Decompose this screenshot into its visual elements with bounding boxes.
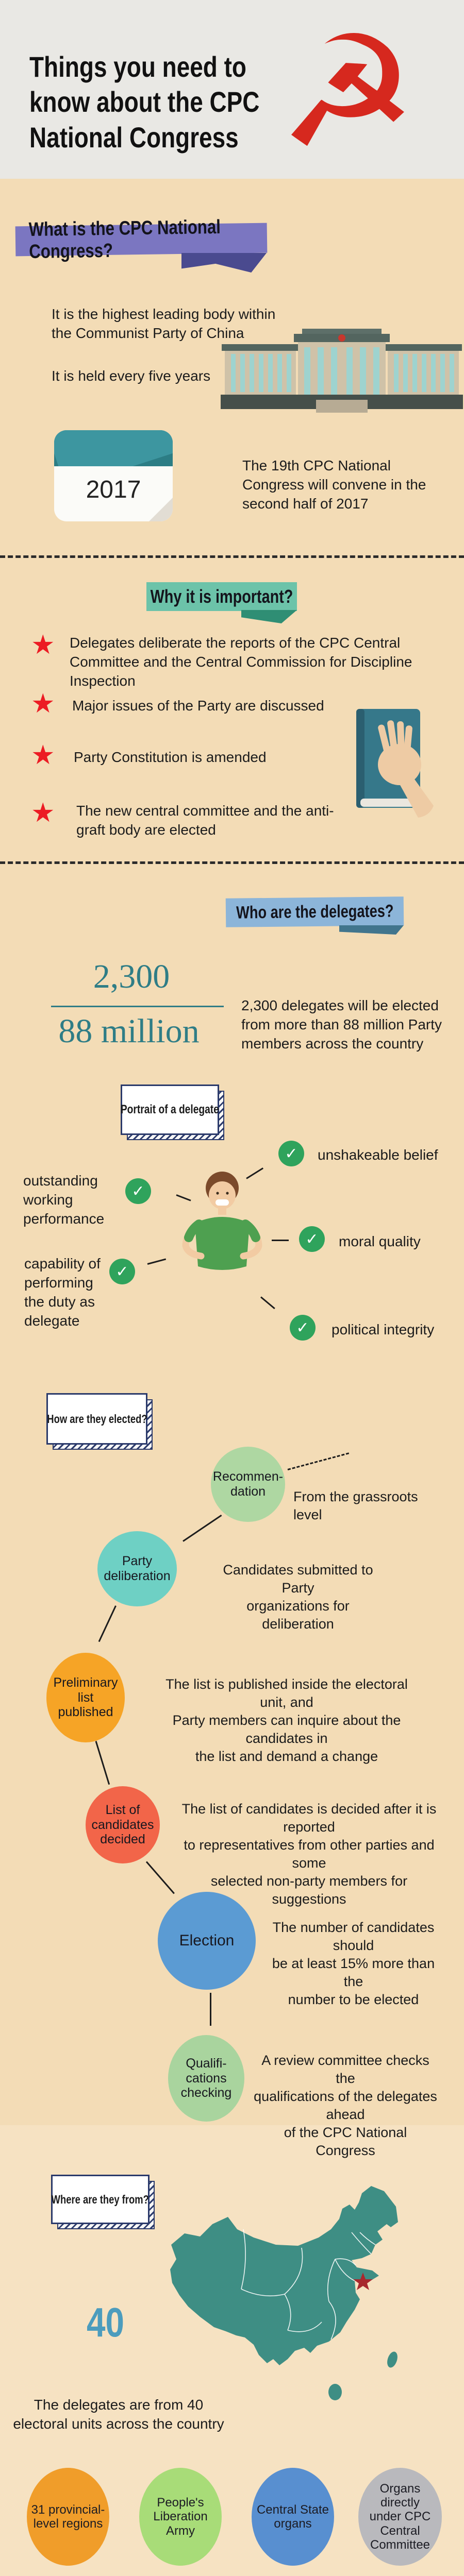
quality-belief: unshakeable belief (318, 1147, 438, 1163)
calendar-header (54, 430, 173, 466)
how-box: How are they elected? (46, 1393, 147, 1445)
check-icon-performance: ✓ (125, 1178, 151, 1204)
star-bullet-3: ★ (31, 740, 55, 771)
note-election: The number of candidates should be at le… (272, 1920, 435, 2008)
step-preliminary: Preliminary list published (46, 1653, 125, 1742)
note-list-decided: The list of candidates is decided after … (181, 1801, 437, 1907)
dashed-separator-1 (0, 555, 464, 558)
calendar-page-curl (149, 498, 173, 521)
check-icon-capability: ✓ (109, 1259, 135, 1284)
step-list-decided: List of candidates decided (86, 1786, 160, 1863)
calendar-icon: 2017 (54, 430, 173, 521)
note-deliberation: Candidates submitted to Party organizati… (223, 1562, 373, 1632)
electoral-units-count: 40 (87, 2299, 124, 2345)
why-item-4: The new central committee and the anti- … (76, 803, 334, 838)
delegate-count: 2,300 (93, 958, 170, 995)
delegate-figure (170, 1165, 273, 1299)
who-banner-fold (339, 925, 404, 935)
unit-provincial: 31 provincial- level regions (27, 2468, 109, 2566)
quality-performance: outstanding working performance (23, 1173, 105, 1227)
step-election: Election (158, 1892, 256, 1990)
step-qualifications: Qualifi- cations checking (168, 2035, 244, 2122)
dashed-separator-2 (0, 861, 464, 864)
star-bullet-1: ★ (31, 630, 55, 660)
why-item-2: Major issues of the Party are discussed (72, 698, 324, 714)
header-background (0, 0, 464, 179)
portrait-box: Portrait of a delegate (121, 1084, 219, 1135)
what-banner: What is the CPC National Congress? (15, 216, 268, 263)
book-hand-illustration (352, 707, 435, 818)
note-qualifications: A review committee checks the qualificat… (254, 2053, 437, 2159)
what-point-2: It is held every five years (52, 368, 211, 384)
units-intro: The delegates are from 40 electoral unit… (13, 2397, 224, 2432)
hammer-and-sickle-icon: ☭ (278, 3, 417, 182)
quality-moral: moral quality (339, 1233, 421, 1249)
star-bullet-2: ★ (31, 688, 55, 719)
step-deliberation: Party deliberation (97, 1531, 177, 1606)
star-bullet-4: ★ (31, 798, 55, 828)
note-recommendation: From the grassroots level (293, 1489, 418, 1523)
check-icon-belief: ✓ (278, 1141, 304, 1166)
unit-pla: People's Liberation Army (139, 2468, 222, 2566)
quality-integrity: political integrity (332, 1321, 435, 1337)
unit-organs: Organs directly under CPC Central Commit… (358, 2468, 442, 2566)
page-title: Things you need to know about the CPC Na… (29, 50, 260, 154)
what-point-1: It is the highest leading body within th… (52, 306, 276, 341)
who-banner: Who are the delegates? (225, 896, 404, 927)
step-recommendation: Recommen- dation (211, 1447, 285, 1522)
connector-line (272, 1240, 289, 1241)
fraction-divider (51, 1006, 224, 1007)
calendar-year: 2017 (86, 476, 141, 503)
quality-capability: capability of performing the duty as del… (24, 1256, 101, 1329)
flow-line-5-6 (210, 1993, 211, 2026)
why-banner: Why it is important? (146, 582, 297, 611)
convene-text: The 19th CPC National Congress will conv… (242, 457, 426, 512)
member-count: 88 million (58, 1012, 200, 1050)
why-item-3: Party Constitution is amended (74, 749, 267, 765)
check-icon-moral: ✓ (299, 1226, 325, 1252)
where-box: Where are they from? (51, 2175, 150, 2224)
why-item-1: Delegates deliberate the reports of the … (70, 635, 412, 689)
china-map (165, 2182, 454, 2403)
beijing-star-icon (353, 2273, 373, 2290)
check-icon-integrity: ✓ (290, 1315, 316, 1341)
note-preliminary: The list is published inside the elector… (165, 1676, 408, 1765)
ratio-text: 2,300 delegates will be elected from mor… (241, 997, 442, 1052)
great-hall-illustration (221, 323, 463, 413)
unit-central-state: Central State organs (252, 2468, 334, 2566)
